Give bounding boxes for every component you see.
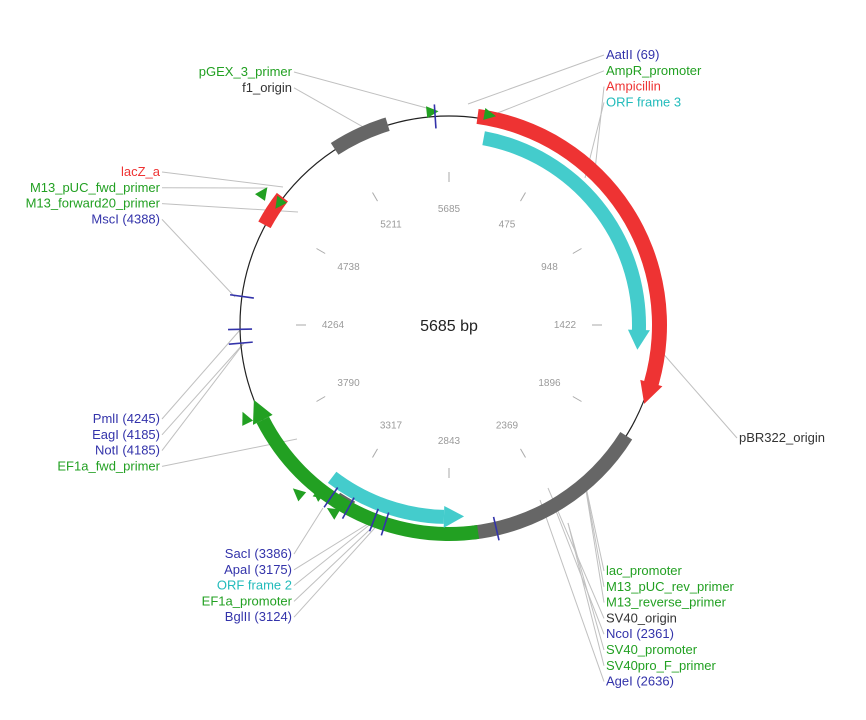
ampr-promoter-arrow (483, 108, 497, 120)
tick-label: 2843 (438, 436, 461, 447)
leader-line (489, 70, 605, 117)
leader-line (293, 521, 372, 571)
tick-label: 4264 (322, 320, 345, 331)
label-ef1a-promoter: EF1a_promoter (202, 593, 293, 608)
label-sv40-origin: SV40_origin (606, 610, 677, 625)
tick-marks: 5685 475 948 1422 1896 2369 2843 3317 3790 4264 47… (296, 172, 602, 478)
label-bglii-3124: BglII (3124) (225, 609, 292, 624)
leader-line (567, 522, 605, 651)
leader-line (293, 507, 324, 555)
label-msci-4388: MscI (4388) (91, 211, 160, 226)
label-m13-puc-fwd-primer: M13_pUC_fwd_primer (30, 180, 161, 195)
leader-line (161, 171, 284, 188)
leader-line (467, 54, 605, 105)
tick-label: 3317 (380, 420, 403, 431)
label-orf-frame-3: ORF frame 3 (606, 94, 681, 109)
label-agei-2636: AgeI (2636) (606, 674, 674, 689)
tick-label: 2369 (496, 420, 519, 431)
msci-cut (229, 293, 254, 299)
label-ef1a-fwd-primer: EF1a_fwd_primer (57, 458, 160, 473)
agei-cut (492, 516, 500, 541)
label-m13-reverse-primer: M13_reverse_primer (606, 595, 727, 610)
plasmid-size-label: 5685 bp (420, 318, 478, 335)
label-m13-puc-rev-primer: M13_pUC_rev_primer (606, 579, 735, 594)
tick-label: 3790 (337, 378, 360, 389)
leader-line (293, 521, 374, 586)
m13-forward20-arrow (275, 195, 287, 209)
label-lacz-a: lacZ_a (121, 164, 161, 179)
leader-line (594, 86, 605, 171)
label-m13-forward20-primer: M13_forward20_primer (26, 196, 161, 211)
leader-line (583, 477, 605, 603)
feature-arc-ef1a (256, 416, 480, 541)
noti-cut (228, 341, 253, 346)
m13-reverse-arrow (292, 488, 307, 502)
m13-puc-fwd-arrow (255, 187, 268, 201)
label-noti-4185: NotI (4185) (95, 443, 160, 458)
tick-mark (520, 448, 526, 458)
site-markers (228, 104, 500, 541)
feature-arcs (252, 109, 667, 541)
tick-mark (572, 248, 582, 254)
tick-label: 948 (541, 262, 558, 273)
leader-line (293, 71, 435, 111)
tick-label: 475 (499, 220, 516, 231)
label-apai-3175: ApaI (3175) (224, 562, 292, 577)
leader-line (161, 342, 245, 451)
label-ampr-promoter: AmpR_promoter (606, 63, 702, 78)
leader-line (293, 519, 383, 618)
leader-line (293, 517, 383, 602)
tick-label: 1896 (538, 378, 561, 389)
leader-line (567, 522, 605, 666)
ef1a-arrowhead (252, 399, 273, 425)
label-saci-3386: SacI (3386) (225, 546, 292, 561)
label-lac-promoter: lac_promoter (606, 563, 683, 578)
leader-line (161, 329, 241, 420)
label-pbr322-origin: pBR322_origin (739, 430, 825, 445)
label-pmli-4245: PmlI (4245) (93, 411, 160, 426)
saci-cut (323, 487, 339, 508)
leader-line (293, 87, 366, 129)
tick-mark (372, 448, 378, 458)
leader-line (659, 349, 738, 439)
label-sv40pro-f-primer: SV40pro_F_primer (606, 658, 716, 673)
label-eagi-4185: EagI (4185) (92, 427, 160, 442)
feature-arc-orf2 (327, 471, 445, 524)
label-ncoi-2361: NcoI (2361) (606, 626, 674, 641)
label-orf-frame-2: ORF frame 2 (217, 578, 292, 593)
label-f1-origin: f1_origin (242, 80, 292, 95)
tick-mark (372, 192, 378, 202)
label-sv40-promoter: SV40_promoter (606, 642, 698, 657)
apai-cut (368, 508, 379, 532)
leader-line (161, 219, 236, 298)
leader-line (539, 499, 605, 682)
tick-mark (316, 248, 326, 254)
tick-label: 5685 (438, 204, 461, 215)
tick-mark (572, 396, 582, 402)
pgex-primer-arrow (426, 106, 439, 119)
ncoi-cut (341, 497, 355, 520)
feature-arc-orf3 (482, 131, 650, 350)
feature-arc-ampicillin (476, 109, 667, 404)
tick-label: 5211 (380, 220, 402, 231)
tick-label: 1422 (554, 320, 577, 331)
label-pgex-3-primer: pGEX_3_primer (199, 64, 293, 79)
feature-arc-f1 (330, 117, 390, 155)
ef1a-fwd-arrow (242, 411, 254, 426)
leader-line (161, 342, 245, 436)
label-aatii-69: AatII (69) (606, 47, 659, 62)
feature-arc-pbr322 (471, 432, 633, 540)
orf2-arrowhead (443, 505, 465, 528)
tick-mark (520, 192, 526, 202)
bglii-cut (380, 512, 390, 536)
aatii-cut (433, 104, 437, 129)
sv40pro-f-arrow (326, 508, 341, 520)
leader-line (585, 486, 605, 572)
tick-label: 4738 (337, 262, 360, 273)
m13-puc-rev-arrow (312, 489, 326, 502)
tick-mark (316, 396, 326, 402)
label-ampicillin: Ampicillin (606, 79, 661, 94)
